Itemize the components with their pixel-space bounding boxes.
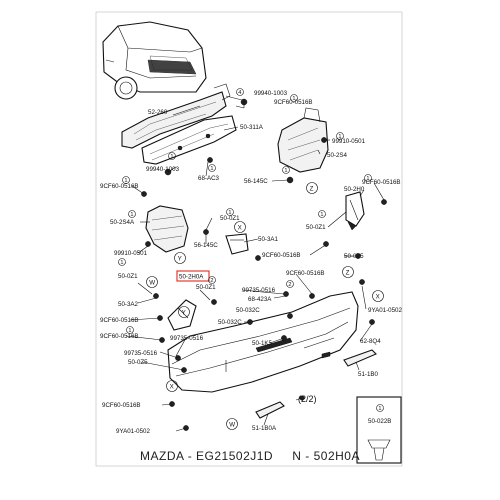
part-label: 50-3A1 (258, 236, 279, 243)
separator: - (183, 449, 197, 463)
part-label: 50-1K5 (252, 340, 273, 347)
part-label: 99735-0516 (124, 350, 158, 357)
part-label: 99735-0516 (170, 335, 204, 342)
part-label: 9CF60-0516B (100, 317, 139, 324)
reflector-left (255, 401, 285, 419)
part-label: 51-1B0A (252, 425, 277, 432)
callout: 1 (170, 154, 173, 160)
part-label: 9CF60-0516B (362, 179, 401, 186)
right-bracket (345, 191, 365, 231)
part-label: 52-260 (148, 109, 168, 116)
highlight-box (176, 270, 210, 282)
callout: 1 (124, 178, 127, 184)
part-label: 50-0Z1 (306, 224, 326, 231)
part-label: 50-2H0 (344, 186, 365, 193)
part-label: 51-1B0 (358, 371, 379, 378)
view-marker: W (149, 279, 155, 286)
part-label: 50-022B (368, 418, 391, 425)
part-label: 9CF60-0516B (102, 402, 141, 409)
part-label: 50-032C (218, 319, 242, 326)
view-marker: Z (346, 269, 350, 276)
part-label: 56-145C (244, 178, 268, 185)
part-label: 99940-1003 (146, 166, 180, 173)
part-label: (2/2) (298, 394, 317, 404)
callout: 2 (288, 282, 291, 288)
part-number: EG21502J1D (196, 449, 274, 463)
rear-bumper-fascia (167, 291, 359, 393)
callout: 1 (120, 260, 123, 266)
part-label: 50-0Z1 (118, 273, 138, 280)
callout: 1 (292, 96, 295, 102)
absorber (141, 115, 237, 165)
part-label: 99910-0501 (114, 250, 148, 257)
part-label: 99735-0516 (242, 287, 276, 294)
part-label: 68-AC3 (198, 175, 220, 182)
part-label: 9CF60-0516B (274, 99, 313, 106)
part-label: 99940-1003 (254, 90, 288, 97)
view-marker: Y (182, 309, 186, 316)
callout: 2 (210, 278, 213, 284)
part-label: 9YA01-0502 (368, 307, 403, 314)
car-thumbnail (102, 21, 207, 100)
callout: 4 (238, 90, 241, 96)
part-label: 50-0Z5 (344, 253, 364, 260)
part-label: 50-2H0A (179, 274, 204, 281)
part-label: 99910-0501 (332, 138, 366, 145)
part-label: 56-145C (194, 242, 218, 249)
view-marker: W (229, 421, 235, 428)
view-marker: Y (178, 255, 182, 262)
view-marker: X (170, 383, 174, 390)
part-label: 50-3A2 (118, 301, 139, 308)
part-label: 50-032C (236, 307, 260, 314)
part-number-caption: MAZDA - EG21502J1D N - 502H0A (0, 449, 500, 469)
part-label: 50-2S4 (327, 152, 348, 159)
callout-group: 4 1 1 1 1 1 1 1 1 1 1 1 2 2 1 1 (118, 88, 384, 412)
reference-code: N - 502H0A (292, 449, 360, 463)
part-label: 50-0Z1 (220, 215, 240, 222)
callout: 1 (284, 168, 287, 174)
view-marker: Z (310, 185, 314, 192)
left-bracket (167, 299, 197, 331)
callout: 1 (378, 406, 381, 412)
leader-lines (125, 95, 385, 432)
callout: 1 (128, 328, 131, 334)
callout: 1 (320, 212, 323, 218)
clip-detail-box (356, 396, 402, 464)
part-label: 50-0Z1 (196, 284, 216, 291)
part-label: 50-311A (240, 124, 264, 131)
part-label: 9CF60-0516B (100, 333, 139, 340)
part-label: 9CF60-0516B (286, 270, 325, 277)
callout: 1 (366, 176, 369, 182)
part-label: 62-8Q4 (360, 338, 381, 345)
right-upper-bracket (277, 107, 329, 173)
callout: 1 (228, 210, 231, 216)
callout: 1 (338, 134, 341, 140)
callout: 1 (210, 166, 213, 172)
reflector-right (343, 349, 377, 367)
part-label: 9YA01-0502 (116, 428, 151, 435)
left-side-bracket (145, 205, 189, 253)
part-label: 50-2S4A (110, 219, 135, 226)
callout: 1 (130, 212, 133, 218)
center-bracket (225, 233, 249, 255)
view-marker: X (376, 293, 380, 300)
spacer (273, 449, 292, 463)
view-markers: Z Z X X X Y Y W W (146, 182, 384, 430)
brand-name: MAZDA (140, 449, 184, 463)
part-labels: 99940-1003 9CF60-0516B 52-260 50-311A 99… (100, 90, 403, 435)
part-label: 68-423A (248, 296, 272, 303)
view-marker: X (238, 224, 242, 231)
part-label: 9CF60-0516B (262, 252, 301, 259)
part-label: 50-0Z5 (128, 359, 148, 366)
diagram-frame (95, 11, 403, 467)
part-label: 9CF60-0516B (100, 183, 139, 190)
